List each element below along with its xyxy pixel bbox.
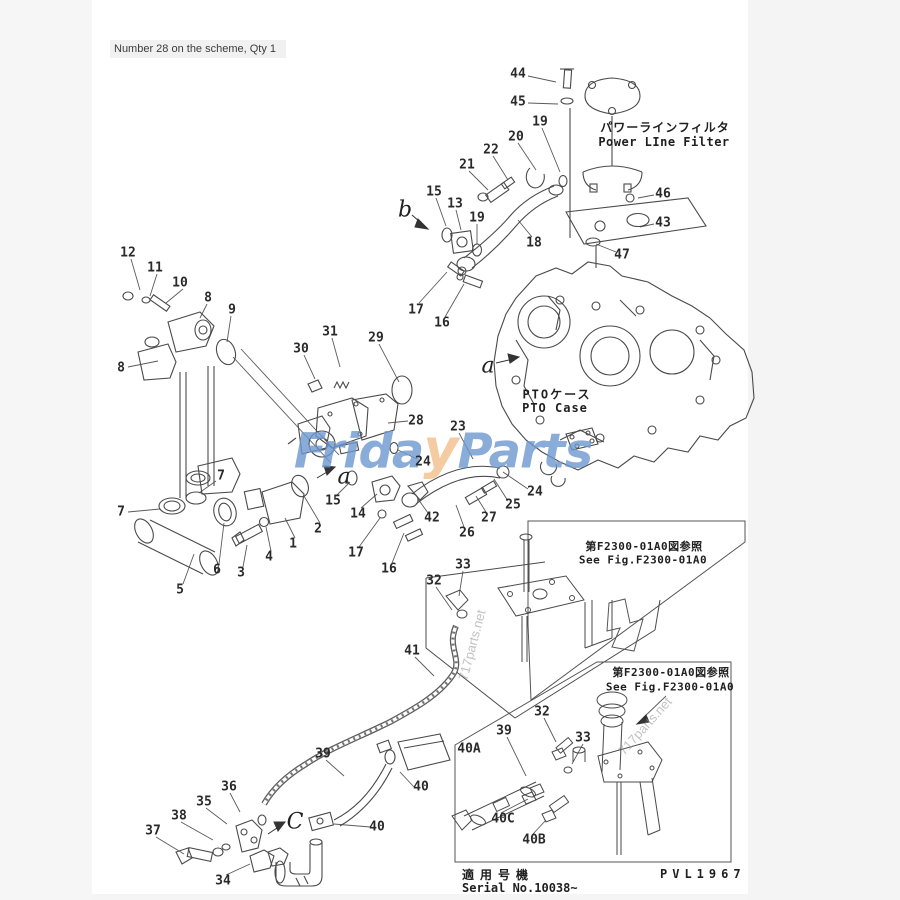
callout-6: 6 (213, 562, 221, 578)
callout-11: 11 (147, 260, 163, 276)
callout-8: 8 (204, 290, 212, 306)
view-letter-C: C (286, 809, 304, 835)
callout-40C: 40C (491, 811, 515, 827)
view-letter-a: a (481, 353, 495, 379)
callout-17: 17 (408, 302, 424, 318)
callout-24: 24 (527, 484, 543, 500)
callout-1: 1 (289, 536, 297, 552)
watermark-part2: y (423, 417, 458, 481)
callout-7: 7 (217, 468, 225, 484)
view-letter-b: b (397, 197, 413, 223)
callout-40: 40 (413, 779, 429, 795)
callout-40: 40 (369, 819, 385, 835)
callout-37: 37 (145, 823, 161, 839)
callout-3: 3 (237, 565, 245, 581)
callout-40B: 40B (522, 832, 546, 848)
callout-36: 36 (221, 779, 237, 795)
serial-applicability-jp: 適用号機 (462, 868, 535, 882)
fig-reference-1-en: See Fig.F2300-01A0 (578, 553, 708, 567)
listing-note: Number 28 on the scheme, Qty 1 (110, 40, 286, 58)
view-letter-a: a (337, 464, 351, 490)
callout-4: 4 (265, 549, 273, 565)
filter-label-en: Power LIne Filter (598, 135, 730, 149)
callout-47: 47 (614, 247, 630, 263)
callout-43: 43 (655, 215, 671, 231)
callout-23: 23 (450, 419, 466, 435)
callout-12: 12 (120, 245, 136, 261)
callout-16: 16 (434, 315, 450, 331)
callout-22: 22 (483, 142, 499, 158)
callout-24: 24 (415, 454, 431, 470)
callout-19: 19 (469, 210, 485, 226)
callout-2: 2 (314, 521, 322, 537)
callout-40A: 40A (457, 741, 481, 757)
callout-45: 45 (510, 94, 526, 110)
callout-39: 39 (496, 723, 512, 739)
callout-33: 33 (455, 557, 471, 573)
callout-18: 18 (526, 235, 542, 251)
callout-32: 32 (534, 704, 550, 720)
page-margin-right (748, 0, 900, 900)
callout-31: 31 (322, 324, 338, 340)
page-margin-bottom (92, 894, 748, 900)
callout-15: 15 (325, 493, 341, 509)
callout-32: 32 (426, 573, 442, 589)
watermark-part1: Frida (293, 423, 424, 480)
callout-41: 41 (404, 643, 420, 659)
callout-14: 14 (350, 506, 366, 522)
callout-10: 10 (172, 275, 188, 291)
pto-case-label-en: PTO Case (522, 401, 588, 415)
callout-7: 7 (117, 504, 125, 520)
callout-5: 5 (176, 582, 184, 598)
callout-35: 35 (196, 794, 212, 810)
watermark-part3: Parts (457, 423, 593, 480)
callout-42: 42 (424, 510, 440, 526)
drawing-number: PVL1967 (660, 867, 746, 881)
callout-29: 29 (368, 330, 384, 346)
callout-38: 38 (171, 808, 187, 824)
callout-19: 19 (532, 114, 548, 130)
callout-21: 21 (459, 157, 475, 173)
callout-33: 33 (575, 730, 591, 746)
callout-44: 44 (510, 66, 526, 82)
callout-39: 39 (315, 746, 331, 762)
callout-28: 28 (408, 413, 424, 429)
callout-9: 9 (228, 302, 236, 318)
callout-13: 13 (447, 196, 463, 212)
callout-30: 30 (293, 341, 309, 357)
callout-26: 26 (459, 525, 475, 541)
watermark-fridayparts: FridayParts (293, 417, 593, 481)
callout-20: 20 (508, 129, 524, 145)
page-margin-left (0, 0, 92, 900)
callout-8: 8 (117, 360, 125, 376)
callout-46: 46 (655, 186, 671, 202)
callout-34: 34 (215, 873, 231, 889)
callout-25: 25 (505, 497, 521, 513)
fig-reference-2-en: See Fig.F2300-01A0 (605, 680, 735, 694)
pto-case-label-jp: PTOケース (522, 387, 592, 402)
fig-reference-2-jp: 第F2300-01A0図参照 (612, 666, 730, 679)
callout-16: 16 (381, 561, 397, 577)
serial-number-label: Serial No.10038~ (462, 881, 578, 895)
callout-17: 17 (348, 545, 364, 561)
callout-27: 27 (481, 510, 497, 526)
callout-15: 15 (426, 184, 442, 200)
filter-label-jp: パワーラインフィルタ (600, 120, 730, 135)
fig-reference-1-jp: 第F2300-01A0図参照 (585, 540, 703, 553)
